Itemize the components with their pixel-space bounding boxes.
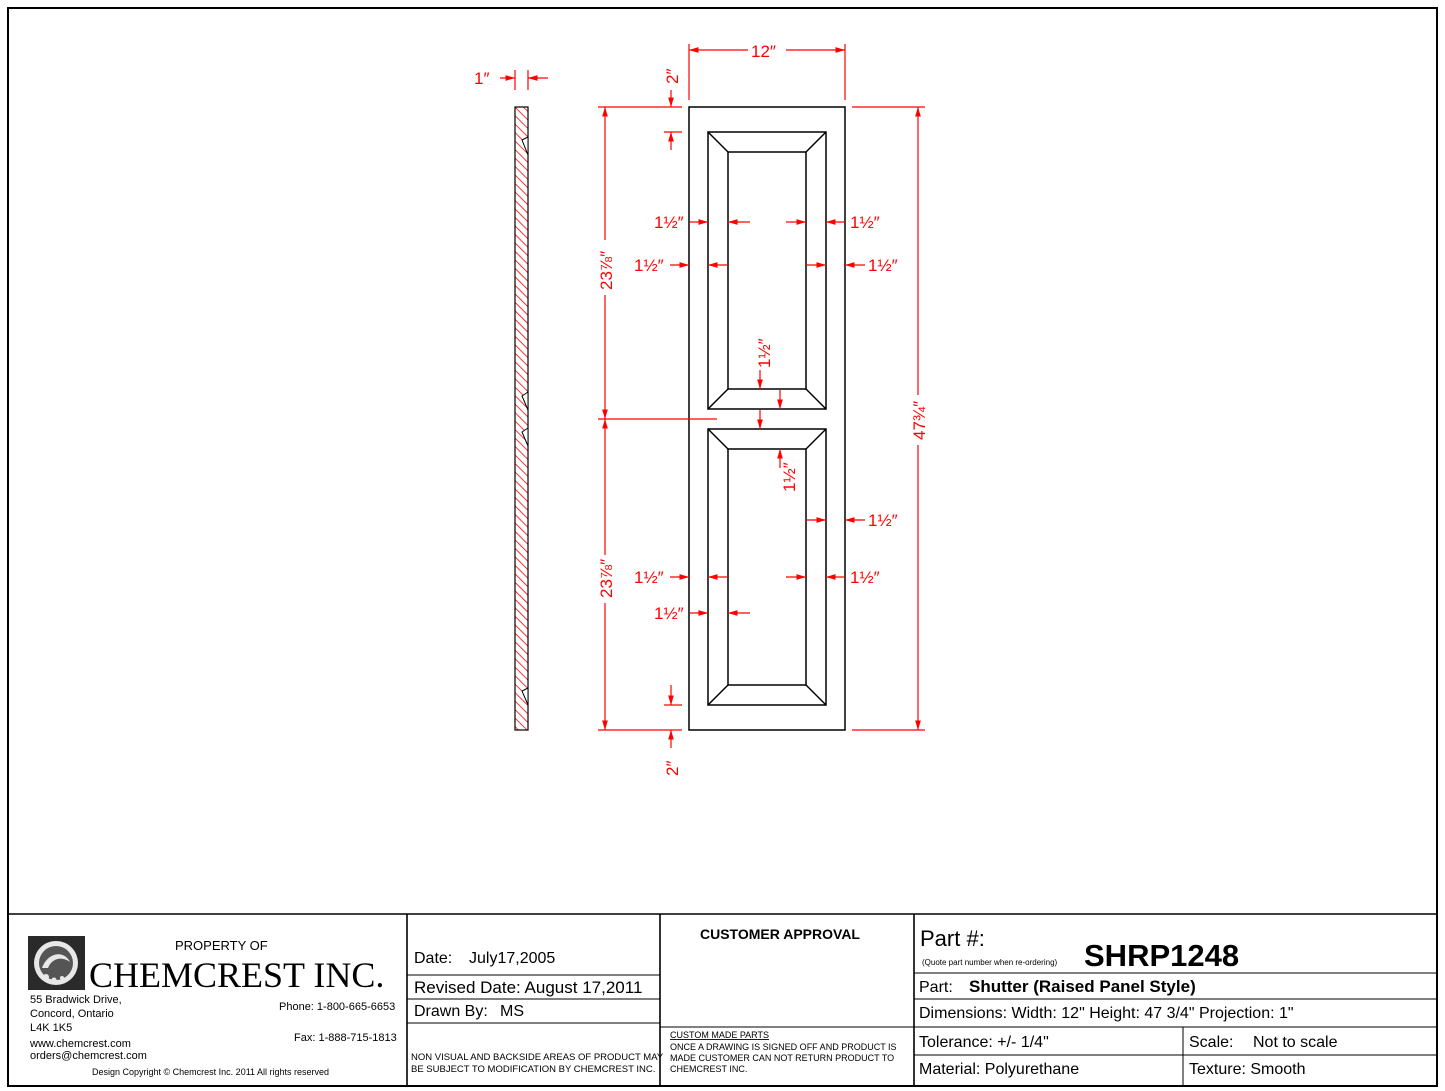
date-label: Date: — [414, 950, 452, 967]
part-number-label: Part #: — [920, 926, 985, 951]
center-bevel-upper-label: 1½″ — [755, 338, 774, 368]
side-profile-view: 1″ — [474, 69, 548, 731]
custom-parts-line3: CHEMCREST INC. — [670, 1064, 747, 1074]
lower-panel-height-label: 23⅞″ — [597, 559, 616, 598]
lower-bevel-left-label: 1½″ — [654, 604, 684, 623]
scale-label: Scale: — [1189, 1034, 1233, 1051]
company-web: www.chemcrest.com — [29, 1038, 131, 1050]
part-label: Part: — [919, 979, 953, 996]
part-texture: Texture: Smooth — [1189, 1061, 1306, 1078]
customer-approval: CUSTOMER APPROVAL CUSTOM MADE PARTS ONCE… — [670, 926, 897, 1074]
part-dimensions: Dimensions: Width: 12" Height: 47 3/4" P… — [919, 1005, 1294, 1022]
upper-stile-right-label: 1½″ — [868, 256, 898, 275]
company-copyright: Design Copyright © Chemcrest Inc. 2011 A… — [92, 1067, 329, 1077]
date-info: Date: July17,2005 Revised Date: August 1… — [411, 950, 664, 1075]
thickness-dim-label: 1″ — [474, 69, 489, 88]
upper-panel-height-label: 23⅞″ — [597, 251, 616, 290]
overall-height-label: 47¾″ — [910, 401, 929, 440]
company-address1: 55 Bradwick Drive, — [30, 994, 122, 1006]
quote-note: (Quote part number when re-ordering) — [922, 958, 1058, 967]
title-block — [8, 913, 1437, 1086]
company-fax: Fax: 1-888-715-1813 — [294, 1032, 397, 1044]
lower-stile-right-label: 1½″ — [868, 511, 898, 530]
top-margin-dim-label: 2″ — [663, 69, 682, 84]
upper-bevel-right-label: 1½″ — [850, 213, 880, 232]
custom-parts-line1: ONCE A DRAWING IS SIGNED OFF AND PRODUCT… — [670, 1042, 897, 1052]
upper-stile-left-label: 1½″ — [634, 256, 664, 275]
upper-bevel-left-label: 1½″ — [654, 213, 684, 232]
dimension-labels: 12″ 2″ 2″ 23⅞″ 23⅞″ 47¾″ 1½″ 1½″ 1½″ 1½″… — [597, 42, 929, 776]
company-email: orders@chemcrest.com — [30, 1050, 147, 1062]
notice-line2: BE SUBJECT TO MODIFICATION BY CHEMCREST … — [411, 1064, 655, 1075]
approval-title: CUSTOMER APPROVAL — [700, 926, 860, 942]
bottom-margin-dim-label: 2″ — [663, 761, 682, 776]
part-value: Shutter (Raised Panel Style) — [969, 977, 1196, 996]
sheet-border — [7, 7, 1438, 1087]
company-phone: Phone: 1-800-665-6653 — [279, 1001, 395, 1013]
part-tolerance: Tolerance: +/- 1/4" — [919, 1034, 1049, 1051]
part-info: Part #: (Quote part number when re-order… — [919, 926, 1338, 1078]
lower-bevel-right-label: 1½″ — [850, 568, 880, 587]
date-value: July17,2005 — [469, 950, 555, 967]
notice-line1: NON VISUAL AND BACKSIDE AREAS OF PRODUCT… — [411, 1052, 664, 1063]
part-number: SHRP1248 — [1084, 938, 1239, 973]
lower-stile-left-label: 1½″ — [634, 568, 664, 587]
custom-parts-title: CUSTOM MADE PARTS — [670, 1030, 769, 1040]
custom-parts-line2: MADE CUSTOMER CAN NOT RETURN PRODUCT TO — [670, 1053, 894, 1063]
company-name: CHEMCREST INC. — [89, 955, 384, 995]
chemcrest-logo-icon — [28, 936, 85, 990]
drawn-by-value: MS — [500, 1003, 524, 1020]
part-material: Material: Polyurethane — [919, 1061, 1079, 1078]
company-info: PROPERTY OF CHEMCREST INC. 55 Bradwick D… — [29, 938, 397, 1077]
drawn-by-label: Drawn By: — [414, 1003, 488, 1020]
width-dim-label: 12″ — [751, 42, 776, 61]
property-of: PROPERTY OF — [175, 938, 268, 953]
company-address2: Concord, Ontario — [30, 1008, 114, 1020]
scale-value: Not to scale — [1253, 1034, 1338, 1051]
dimension-lines — [598, 44, 925, 748]
company-address3: L4K 1K5 — [30, 1022, 72, 1034]
revised-date: Revised Date: August 17,2011 — [414, 978, 642, 997]
center-bevel-lower-label: 1½″ — [780, 462, 799, 492]
